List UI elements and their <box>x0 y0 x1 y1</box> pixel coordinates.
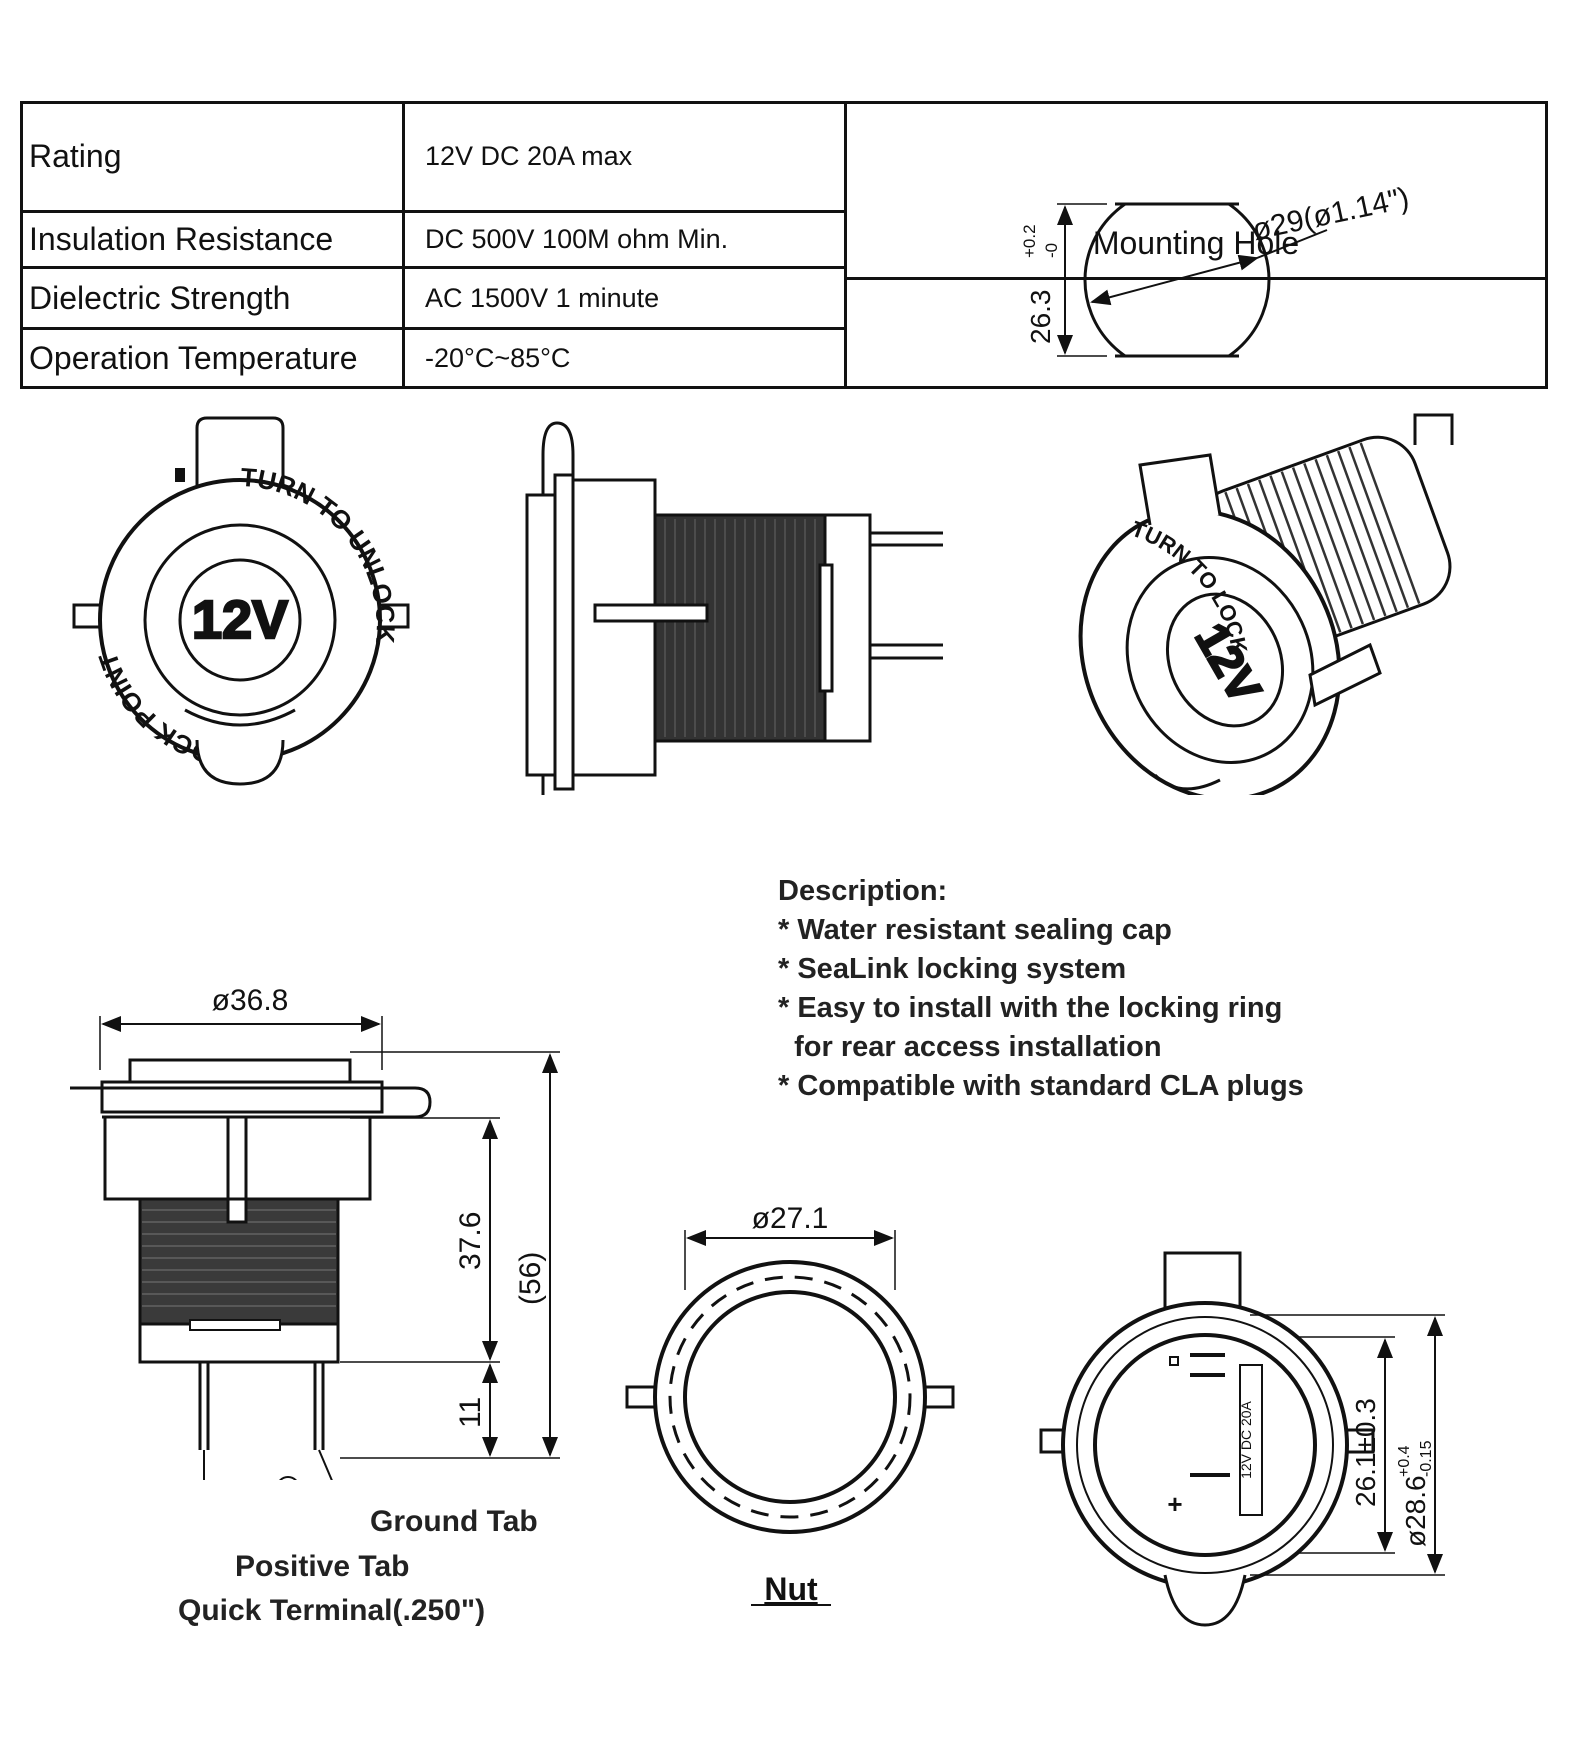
rear-dim-flat: 26.1±0.3 <box>1350 1398 1381 1507</box>
rear-dim-tol-lower: -0.15 <box>1418 1440 1435 1477</box>
rear-view-drawing: + 12V DC 20A 26.1±0.3 ø28.6 +0.4 -0.15 <box>1039 1251 1445 1627</box>
side-view-drawing <box>525 421 943 795</box>
mounting-hole-flat-tol-upper: +0.2 <box>1020 224 1039 258</box>
front-view-drawing: TURN TO UNLOCK LOCK POINT 12V <box>72 416 410 786</box>
spec-value-dielectric: AC 1500V 1 minute <box>402 266 847 331</box>
side-dimension-drawing: ø36.8 37.6 (56) 11 <box>70 984 560 1480</box>
description-block: Description: * Water resistant sealing c… <box>778 872 1304 1106</box>
mounting-hole-flat-tol-lower: -0 <box>1042 243 1061 258</box>
mounting-hole-cell: Mounting Hole ø29(ø1.14") 26.3 +0.2 -0 <box>844 101 1548 389</box>
svg-text:+: + <box>1167 1489 1182 1519</box>
spec-label-temperature: Operation Temperature <box>20 327 405 389</box>
spec-label-rating: Rating <box>20 101 405 213</box>
front-badge: 12V <box>192 590 288 650</box>
nut-dim-diameter: ø27.1 <box>752 1202 829 1235</box>
side-dim-diameter: ø36.8 <box>212 984 289 1017</box>
mounting-hole-flat-dim: 26.3 <box>1025 290 1056 345</box>
side-dim-body-length: 37.6 <box>454 1212 487 1270</box>
description-item: * Easy to install with the locking ring <box>778 992 1283 1024</box>
positive-tab-label: Positive Tab <box>235 1550 410 1583</box>
spec-table: Rating 12V DC 20A max Mounting Hole ø29(… <box>20 101 1548 389</box>
side-dim-total-length: (56) <box>514 1252 547 1305</box>
quick-terminal-label: Quick Terminal(.250") <box>178 1594 486 1627</box>
side-dim-tab-length: 11 <box>454 1397 487 1428</box>
ground-tab-label: Ground Tab <box>370 1505 538 1538</box>
mounting-hole-shape <box>1083 204 1271 356</box>
spec-value-rating: 12V DC 20A max <box>402 101 847 213</box>
description-title: Description: <box>778 875 948 907</box>
mounting-hole-diameter: ø29(ø1.14") <box>1250 182 1412 247</box>
rear-stamp: 12V DC 20A <box>1238 1400 1254 1478</box>
rear-dim-tol-upper: +0.4 <box>1396 1445 1413 1477</box>
nut-drawing: ø27.1 Nut <box>625 1202 955 1607</box>
spec-label-insulation: Insulation Resistance <box>20 209 405 270</box>
description-item: * Compatible with standard CLA plugs <box>778 1070 1304 1102</box>
description-item: * SeaLink locking system <box>778 953 1127 985</box>
spec-label-dielectric: Dielectric Strength <box>20 266 405 331</box>
description-item: for rear access installation <box>778 1031 1162 1063</box>
mounting-hole-drawing: ø29(ø1.14") 26.3 +0.2 -0 <box>1020 182 1412 358</box>
iso-view-drawing: TURN TO LOCK 12V <box>1078 413 1454 795</box>
description-item: * Water resistant sealing cap <box>778 914 1172 946</box>
spec-value-insulation: DC 500V 100M ohm Min. <box>402 209 847 270</box>
rear-dim-diameter: ø28.6 <box>1400 1475 1431 1547</box>
nut-label: Nut <box>764 1571 818 1607</box>
spec-value-temperature: -20°C~85°C <box>402 327 847 389</box>
